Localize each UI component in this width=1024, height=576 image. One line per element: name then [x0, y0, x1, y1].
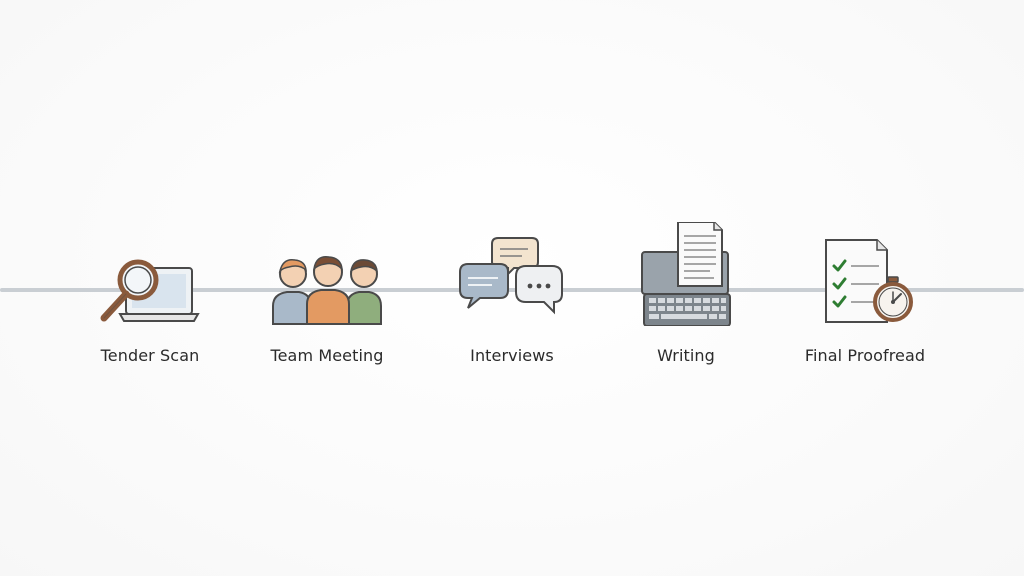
step-interviews: Interviews: [427, 222, 597, 372]
team-people-icon: [272, 256, 382, 325]
step-writing: Writing: [601, 222, 771, 372]
step-tender-scan: Tender Scan: [65, 222, 235, 372]
timeline-line: [0, 288, 1024, 292]
step-label: Tender Scan: [100, 346, 200, 365]
step-label: Interviews: [470, 346, 554, 365]
step-label: Writing: [657, 346, 715, 365]
laptop-document-icon: [641, 222, 731, 326]
step-label: Team Meeting: [270, 346, 384, 365]
magnifier-laptop-icon: [100, 259, 200, 322]
step-final-proofread: Final Proofread: [780, 222, 950, 372]
speech-bubbles-icon: [459, 237, 563, 315]
step-label: Final Proofread: [804, 346, 926, 365]
checklist-stopwatch-icon: [825, 239, 913, 323]
step-team-meeting: Team Meeting: [242, 222, 412, 372]
